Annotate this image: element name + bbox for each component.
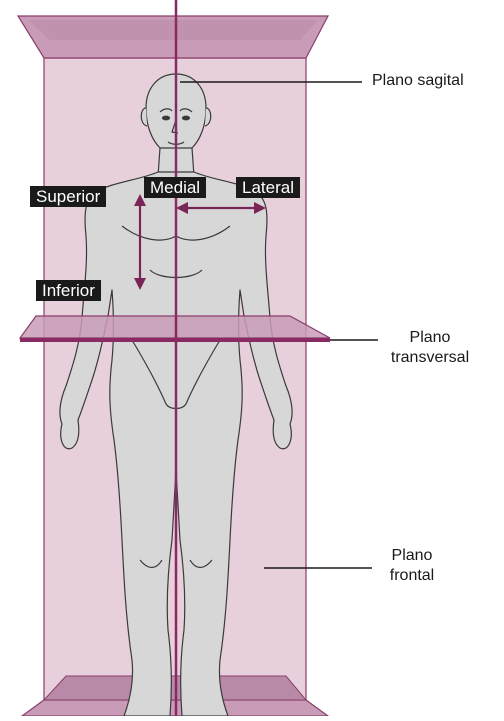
medial-label: Medial — [144, 177, 206, 198]
right-eye — [183, 116, 190, 120]
frontal-plane-label-line1: Plano — [372, 546, 452, 566]
hand-left — [61, 420, 79, 449]
frontal-plane-label: Plano frontal — [372, 546, 452, 586]
frontal-plane-top-cap-inner — [28, 20, 318, 40]
transverse-plane-label-line2: transversal — [376, 348, 484, 368]
left-eye — [163, 116, 170, 120]
frontal-plane-label-line2: frontal — [372, 566, 452, 586]
transverse-plane-label-line1: Plano — [376, 328, 484, 348]
lateral-label: Lateral — [236, 177, 300, 198]
hand-right — [273, 420, 291, 449]
transverse-plane-label: Plano transversal — [376, 328, 484, 368]
superior-label: Superior — [30, 186, 106, 207]
sagittal-plane-label: Plano sagital — [372, 71, 464, 91]
inferior-label: Inferior — [36, 280, 101, 301]
